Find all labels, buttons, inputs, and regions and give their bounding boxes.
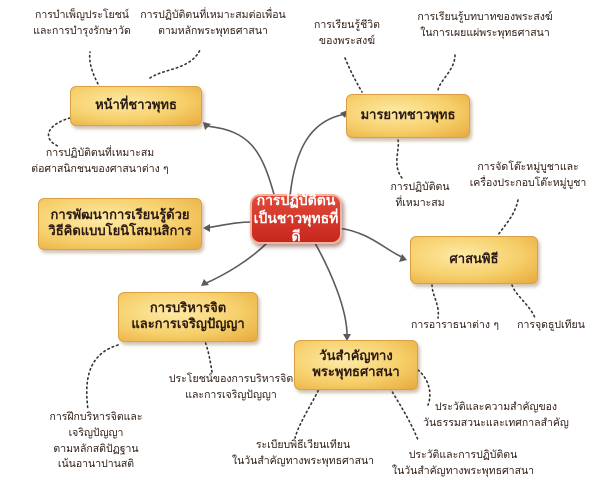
note-hol-a: ประวัติและความสำคัญของ วันธรรมสวนะและเทศ…	[412, 400, 580, 432]
note-duty-b-line-2: ตามหลักพระพุทธศาสนา	[158, 24, 268, 37]
note-duty-b-line-1: การปฏิบัติตนที่เหมาะสมต่อเพื่อน	[140, 9, 286, 21]
center-line-2: เป็นชาวพุทธที่ดี	[253, 210, 339, 246]
note-mind-b-line-4: เน้นอานาปานสติ	[57, 458, 135, 471]
note-etq-c-line-1: การปฏิบัติตน	[390, 181, 450, 193]
note-cer-a-line-2: เครื่องประกอบโต๊ะหมู่บูชา	[469, 176, 587, 189]
note-hol-a-line-1: ประวัติและความสำคัญของ	[434, 401, 558, 413]
note-etq-c: การปฏิบัติตน ที่เหมาะสม	[378, 180, 462, 212]
link-etiquette	[289, 113, 347, 197]
note-hol-c-line-2: ในวันสำคัญทางพระพุทธศาสนา	[391, 464, 535, 477]
note-etq-a: การเรียนรู้ชีวิต ของพระสงฆ์	[292, 18, 402, 50]
note-cer-a-line-1: การจัดโต๊ะหมู่บูชาและ	[477, 161, 579, 173]
note-etq-c-line-2: ที่เหมาะสม	[395, 196, 445, 209]
note-hol-c-line-1: ประวัติและการปฏิบัติตน	[408, 449, 518, 461]
node-duty-label: หน้าที่ชาวพุทธ	[95, 97, 177, 113]
arrow-mind	[201, 279, 209, 286]
link-learning	[205, 221, 253, 229]
note-mind-b-line-1: การฝึกบริหารจิตและ	[49, 411, 143, 423]
node-etiquette: มารยาทชาวพุทธ	[346, 94, 470, 138]
note-hol-b-line-1: ระเบียบพิธีเวียนเทียน	[255, 439, 351, 451]
link-ceremony	[337, 227, 405, 259]
note-cer-b-label: การอาราธนาต่าง ๆ	[411, 319, 499, 331]
leader-cer-c	[511, 284, 536, 319]
node-mind-line-2: และการเจริญปัญญา	[131, 317, 245, 332]
node-ceremony-label: ศาสนพิธี	[449, 251, 499, 267]
note-hol-b-line-2: ในวันสำคัญทางพระพุทธศาสนา	[231, 454, 375, 467]
note-duty-a-line-2: และการบำรุงรักษาวัด	[33, 24, 131, 37]
node-learning-line-2: วิธีคิดแบบโยนิโสมนสิการ	[48, 224, 192, 239]
node-learning-line-1: การพัฒนาการเรียนรู้ด้วย	[50, 207, 190, 223]
note-duty-a-line-1: การบำเพ็ญประโยชน์	[35, 9, 129, 21]
leader-mind-b	[86, 344, 119, 411]
center-line-1: การปฏิบัติตน	[256, 192, 336, 209]
node-holidays-line-1: วันสำคัญทาง	[319, 348, 393, 364]
note-cer-a: การจัดโต๊ะหมู่บูชาและ เครื่องประกอบโต๊ะห…	[460, 160, 596, 192]
leader-duty-c	[47, 117, 71, 148]
arrow-ceremony	[399, 254, 407, 262]
note-cer-c: การจุดธูปเทียน	[506, 318, 596, 334]
leader-etq-a	[344, 57, 363, 93]
note-etq-a-line-2: ของพระสงฆ์	[318, 34, 376, 47]
node-mind: การบริหารจิต และการเจริญปัญญา	[118, 292, 258, 342]
note-mind-a-line-2: และการเจริญปัญญา	[185, 388, 277, 401]
node-duty: หน้าที่ชาวพุทธ	[70, 86, 202, 126]
node-holidays: วันสำคัญทาง พระพุทธศาสนา	[294, 340, 418, 390]
note-duty-b: การปฏิบัติตนที่เหมาะสมต่อเพื่อน ตามหลักพ…	[138, 8, 288, 40]
link-holidays	[314, 242, 348, 339]
leader-hol-c	[389, 387, 419, 441]
note-cer-c-label: การจุดธูปเทียน	[517, 319, 585, 331]
note-cer-b: การอาราธนาต่าง ๆ	[400, 318, 510, 334]
leader-etq-c	[396, 139, 403, 179]
note-duty-c: การปฏิบัติตนที่เหมาะสม ต่อศาสนิกชนของศาส…	[20, 146, 180, 178]
note-mind-a-line-1: ประโยชน์ของการบริหารจิต	[168, 373, 294, 385]
arrow-duty	[203, 122, 211, 130]
note-mind-b-line-2: เจริญปัญญา	[68, 426, 124, 439]
note-etq-b: การเรียนรู้บทบาทของพระสงฆ์ ในการเผยแผ่พร…	[400, 10, 570, 42]
leader-hol-a	[417, 369, 431, 406]
note-mind-a: ประโยชน์ของการบริหารจิต และการเจริญปัญญา	[156, 372, 306, 404]
note-duty-c-line-1: การปฏิบัติตนที่เหมาะสม	[45, 147, 155, 159]
node-etiquette-label: มารยาทชาวพุทธ	[360, 107, 456, 123]
note-duty-a: การบำเพ็ญประโยชน์ และการบำรุงรักษาวัด	[12, 8, 152, 40]
node-learning: การพัฒนาการเรียนรู้ด้วย วิธีคิดแบบโยนิโส…	[38, 198, 202, 250]
note-hol-c: ประวัติและการปฏิบัติตน ในวันสำคัญทางพระพ…	[378, 448, 548, 480]
center-topic: การปฏิบัติตน เป็นชาวพุทธที่ดี	[250, 192, 342, 246]
note-etq-b-line-2: ในการเผยแผ่พระพุทธศาสนา	[420, 26, 550, 39]
arrow-holidays	[343, 334, 351, 341]
note-hol-b: ระเบียบพิธีเวียนเทียน ในวันสำคัญทางพระพุ…	[228, 438, 378, 470]
node-mind-line-1: การบริหารจิต	[149, 300, 227, 316]
note-hol-a-line-2: วันธรรมสวนะและเทศกาลสำคัญ	[423, 416, 569, 429]
node-ceremony: ศาสนพิธี	[410, 236, 538, 284]
note-mind-b-line-3: ตามหลักสติปัฏฐาน	[53, 442, 139, 455]
note-etq-b-line-1: การเรียนรู้บทบาทของพระสงฆ์	[417, 11, 553, 23]
leader-duty-b	[149, 49, 201, 79]
leader-cer-a	[497, 199, 519, 236]
leader-etq-b	[437, 54, 456, 91]
leader-cer-b	[431, 284, 440, 319]
note-etq-a-line-1: การเรียนรู้ชีวิต	[314, 19, 380, 31]
arrow-learning	[203, 224, 210, 232]
note-mind-b: การฝึกบริหารจิตและ เจริญปัญญา ตามหลักสติ…	[36, 410, 156, 473]
link-duty	[204, 125, 276, 199]
link-mind	[203, 241, 269, 285]
node-holidays-line-2: พระพุทธศาสนา	[312, 365, 400, 380]
note-duty-c-line-2: ต่อศาสนิกชนของศาสนาต่าง ๆ	[31, 162, 169, 175]
